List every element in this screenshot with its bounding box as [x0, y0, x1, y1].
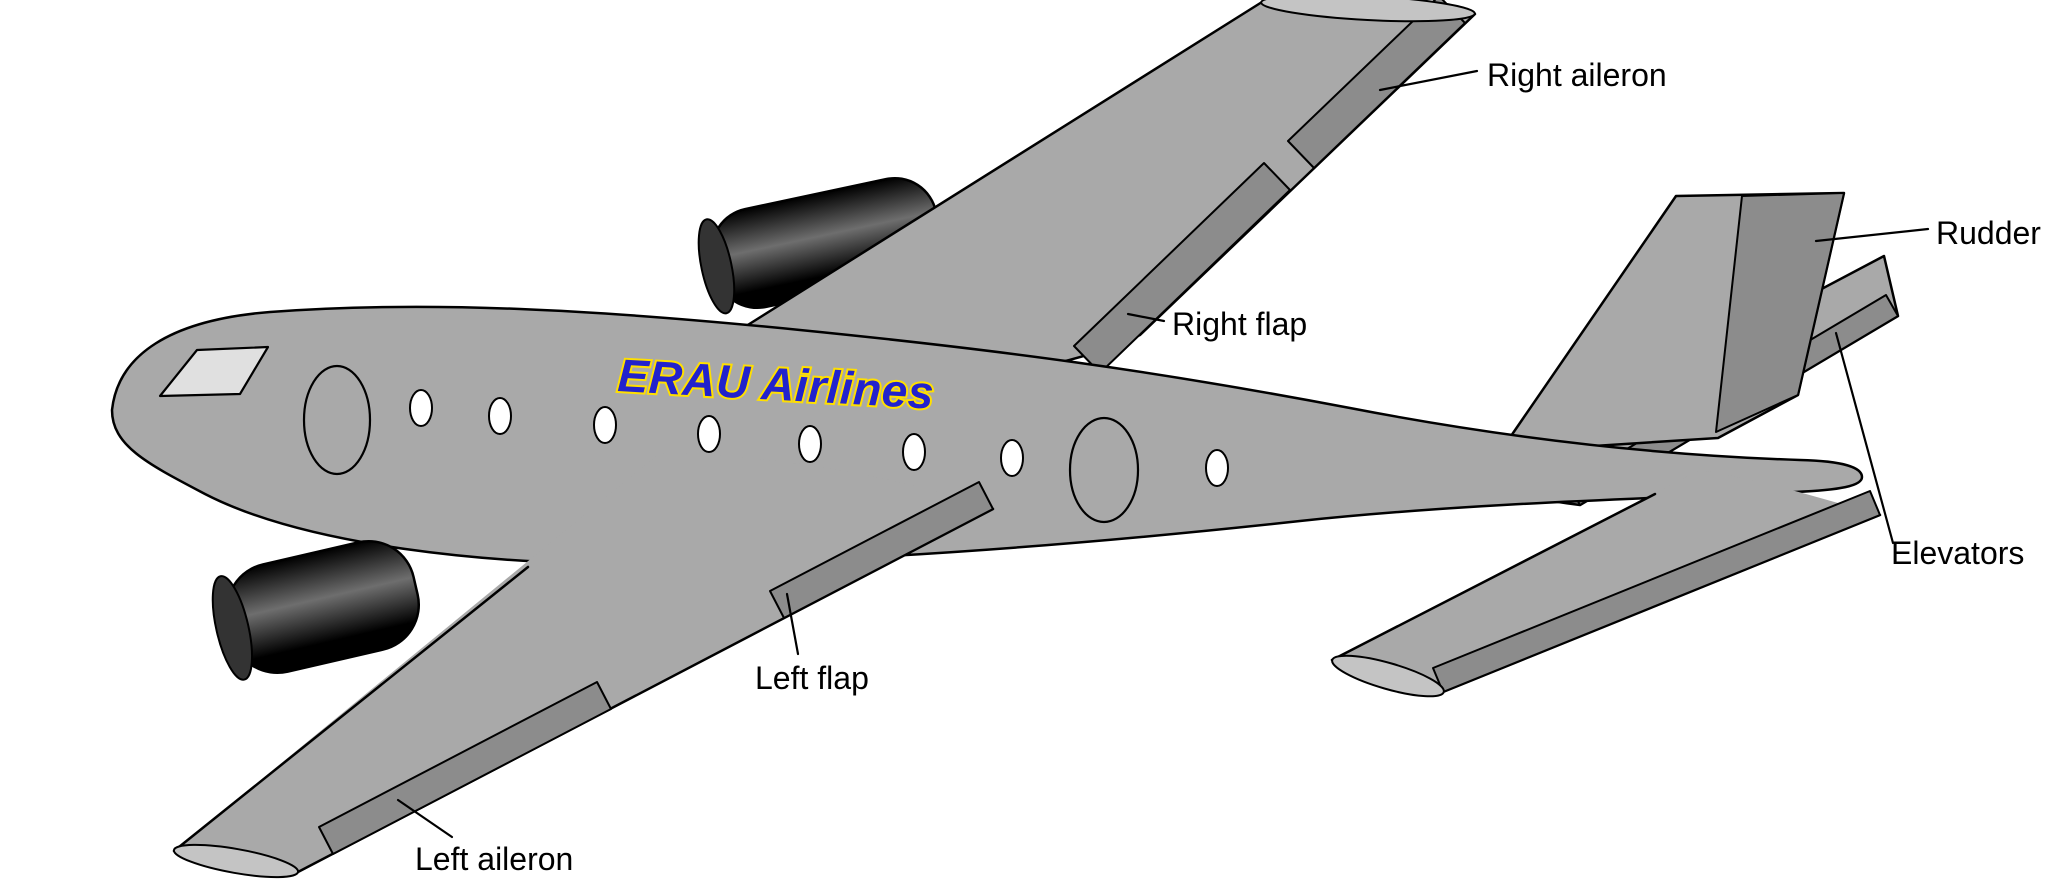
right-wing: [698, 0, 1477, 382]
cabin-window: [409, 389, 433, 427]
left-wing-tip-cap: [172, 843, 300, 879]
cabin-windows: [409, 389, 1229, 487]
leader-line-left-aileron: [396, 798, 454, 839]
label-rudder: Rudder: [1936, 215, 2041, 251]
label-left-flap: Left flap: [755, 660, 869, 696]
leader-line-right-aileron: [1378, 69, 1479, 92]
left-wing: [174, 453, 993, 872]
left-elevator-surface: [1432, 490, 1881, 693]
rear-door: [1068, 416, 1140, 524]
cabin-window: [593, 406, 617, 444]
cockpit-window: [158, 345, 270, 398]
label-elevators: Elevators: [1891, 535, 2025, 571]
right-engine-inlet: [697, 218, 736, 315]
leader-line-rudder: [1814, 227, 1930, 243]
cabin-window: [488, 397, 512, 435]
label-right-aileron: Right aileron: [1487, 57, 1667, 93]
right-flap-surface: [1073, 162, 1291, 374]
rudder-surface: [1715, 192, 1845, 433]
cabin-window: [697, 415, 721, 453]
left-aileron-surface: [318, 681, 612, 855]
left-stabilizer-tip-cap: [1331, 654, 1445, 698]
leader-line-left-flap: [785, 592, 800, 656]
right-aileron-surface: [1287, 0, 1466, 169]
cabin-window: [1205, 449, 1229, 487]
left-flap-surface: [769, 481, 994, 619]
leader-line-elevators: [1834, 331, 1895, 545]
label-left-aileron: Left aileron: [415, 841, 574, 877]
left-engine: [211, 539, 421, 681]
right-wing-tip-cap: [1260, 0, 1476, 23]
front-door: [302, 364, 372, 476]
left-stabilizer: [1332, 470, 1880, 692]
cabin-window: [1000, 439, 1024, 477]
cabin-window: [798, 425, 822, 463]
leader-line-right-flap: [1126, 312, 1166, 323]
cabin-window: [902, 433, 926, 471]
label-right-flap: Right flap: [1172, 306, 1308, 342]
